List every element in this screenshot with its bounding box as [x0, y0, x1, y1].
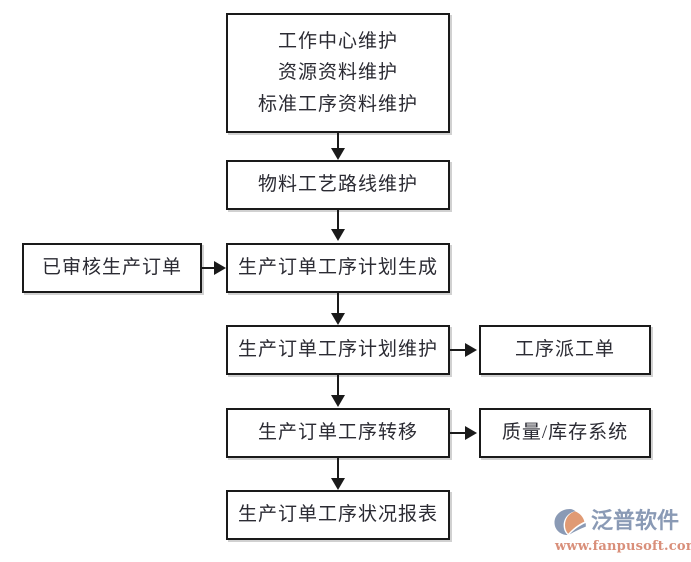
arrowhead-plan-maintain-to-dispatch-order [465, 343, 477, 357]
node-quality-inventory-label: 质量/库存系统 [501, 422, 629, 444]
node-basic-data-line-1: 工作中心维护 [277, 30, 398, 52]
node-routing[interactable]: 物料工艺路线维护 [226, 160, 450, 210]
logo-top-row: 泛普软件 [553, 506, 679, 538]
logo-url-text: www.fanpusoft.com [555, 539, 691, 554]
fanpu-swoosh-icon [554, 509, 586, 535]
node-operation-move-label: 生产订单工序转移 [257, 422, 418, 444]
arrowhead-plan-generate-to-plan-maintain [331, 313, 345, 325]
node-basic-data-line-3: 标准工序资料维护 [257, 93, 418, 115]
node-dispatch-order[interactable]: 工序派工单 [479, 325, 651, 375]
arrowhead-routing-to-plan-generate [331, 229, 345, 241]
node-routing-label: 物料工艺路线维护 [257, 174, 418, 196]
connector-approved-order-to-plan-generate [202, 267, 216, 269]
logo-brand-text: 泛普软件 [591, 509, 680, 534]
connector-plan-generate-to-plan-maintain [337, 293, 339, 313]
node-plan-maintain-label: 生产订单工序计划维护 [237, 339, 438, 361]
arrowhead-operation-move-to-quality-inventory [465, 426, 477, 440]
node-operation-move[interactable]: 生产订单工序转移 [226, 408, 450, 458]
arrowhead-basic-data-to-routing [331, 148, 345, 160]
node-dispatch-order-label: 工序派工单 [514, 339, 615, 361]
connector-plan-maintain-to-operation-move [337, 375, 339, 395]
node-approved-order-label: 已审核生产订单 [41, 257, 182, 279]
node-basic-data-line-2: 资源资料维护 [277, 62, 398, 84]
node-plan-generate-label: 生产订单工序计划生成 [237, 257, 438, 279]
node-plan-generate[interactable]: 生产订单工序计划生成 [226, 243, 450, 293]
connector-plan-maintain-to-dispatch-order [450, 349, 467, 351]
node-status-report-label: 生产订单工序状况报表 [237, 504, 438, 526]
arrowhead-operation-move-to-status-report [331, 478, 345, 490]
connector-operation-move-to-quality-inventory [450, 432, 467, 434]
node-quality-inventory[interactable]: 质量/库存系统 [479, 408, 651, 458]
arrowhead-approved-order-to-plan-generate [214, 261, 226, 275]
watermark-logo: 泛普软件 www.fanpusoft.com [553, 503, 691, 557]
connector-basic-data-to-routing [337, 133, 339, 150]
arrowhead-plan-maintain-to-operation-move [331, 395, 345, 407]
node-basic-data[interactable]: 工作中心维护 资源资料维护 标准工序资料维护 [226, 13, 450, 133]
node-approved-order[interactable]: 已审核生产订单 [22, 243, 202, 293]
node-plan-maintain[interactable]: 生产订单工序计划维护 [226, 325, 450, 375]
node-status-report[interactable]: 生产订单工序状况报表 [226, 490, 450, 540]
connector-routing-to-plan-generate [337, 210, 339, 229]
connector-operation-move-to-status-report [337, 458, 339, 478]
